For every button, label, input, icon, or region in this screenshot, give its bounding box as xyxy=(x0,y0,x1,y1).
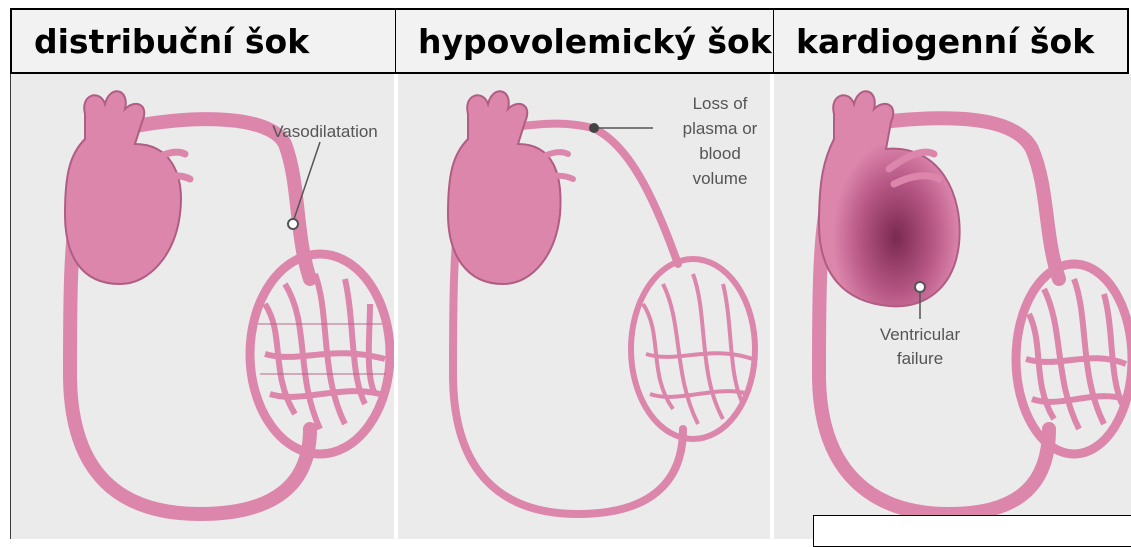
cardiogenic-shock-diagram: Ventricular failure xyxy=(774,74,1131,539)
header-label: hypovolemický šok xyxy=(396,22,772,61)
header-hypovolemic-shock: hypovolemický šok xyxy=(395,8,774,74)
panel-cardiogenic: Ventricular failure xyxy=(774,74,1131,539)
annotation-vasodilatation: Vasodilatation xyxy=(272,122,378,141)
header-label: kardiogenní šok xyxy=(774,22,1094,61)
empty-text-box xyxy=(813,515,1131,547)
annotation-marker xyxy=(915,282,925,292)
annotation-marker xyxy=(589,123,599,133)
annotation-marker xyxy=(288,219,298,229)
header-label: distribuční šok xyxy=(12,22,309,61)
annotation-line: plasma or xyxy=(683,119,758,138)
hypovolemic-shock-diagram: Loss of plasma or blood volume xyxy=(398,74,770,539)
panel-distributive: Vasodilatation xyxy=(10,74,394,539)
header-distributive-shock: distribuční šok xyxy=(10,8,396,74)
annotation-line: Loss of xyxy=(693,94,748,113)
header-cardiogenic-shock: kardiogenní šok xyxy=(773,8,1129,74)
distributive-shock-diagram: Vasodilatation xyxy=(10,74,394,539)
panel-hypovolemic: Loss of plasma or blood volume xyxy=(398,74,770,539)
annotation-line: volume xyxy=(693,169,748,188)
annotation-line: blood xyxy=(699,144,741,163)
capillary-bed xyxy=(250,254,390,454)
annotation-line: Ventricular xyxy=(880,325,961,344)
annotation-line: failure xyxy=(897,349,943,368)
header-row: distribuční šok hypovolemický šok kardio… xyxy=(10,8,1129,74)
